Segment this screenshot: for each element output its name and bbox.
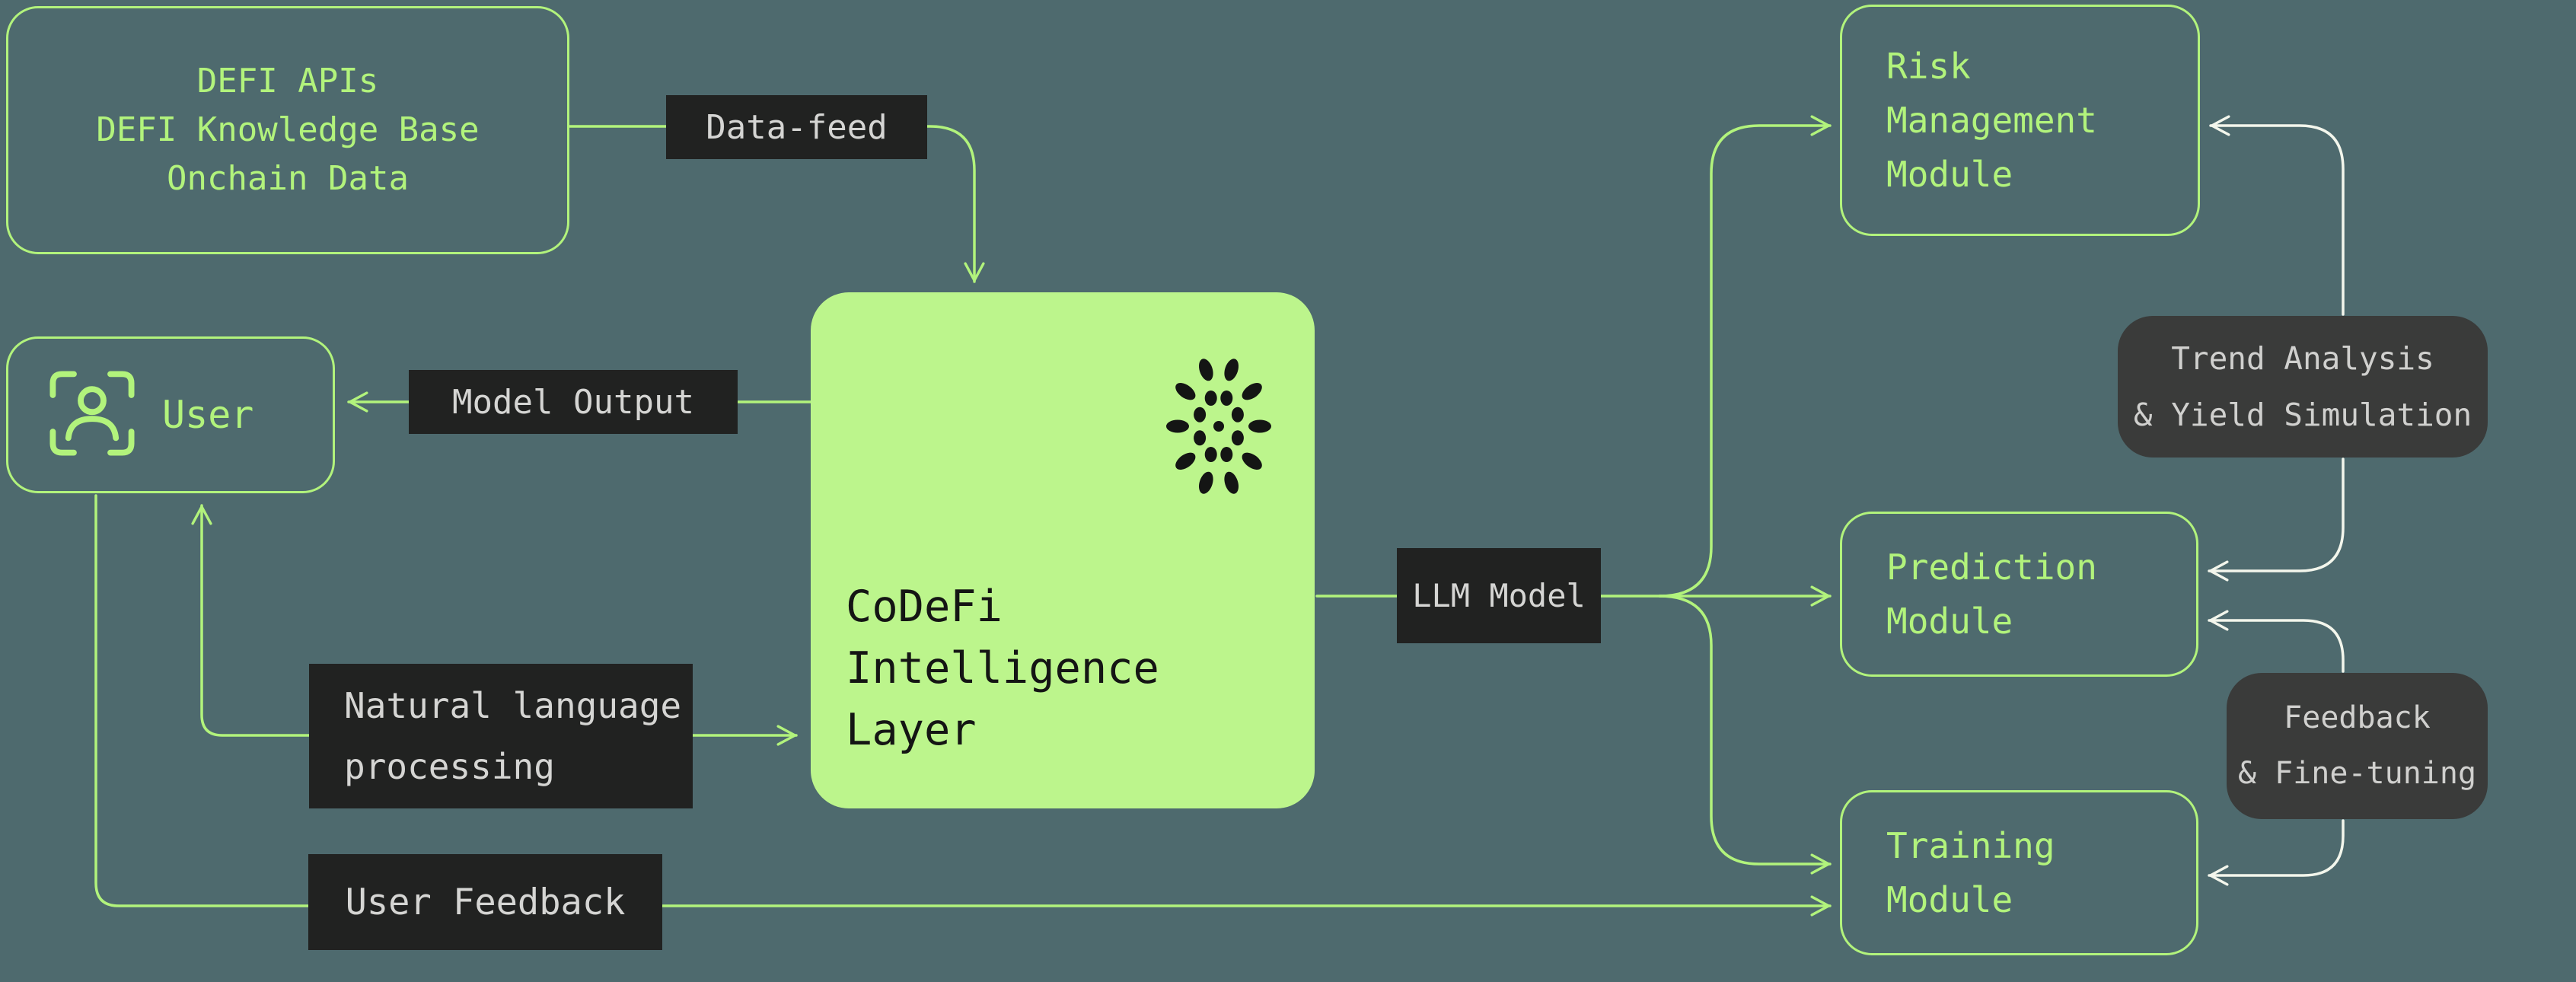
codefi-line-1: CoDeFi <box>846 582 1003 632</box>
defi-line-1: DEFI APIs <box>196 62 379 100</box>
llm-model-text: LLM Model <box>1412 577 1586 614</box>
codefi-line-3: Layer <box>846 705 977 755</box>
prediction-module-node: Prediction Module <box>1840 512 2198 677</box>
risk-line-2: Management <box>1886 99 2097 141</box>
edge-label-llm-model: LLM Model <box>1397 548 1601 643</box>
trend-line-2: & Yield Simulation <box>2133 397 2472 433</box>
risk-management-module-node: Risk Management Module <box>1840 5 2200 236</box>
nlp-text-line-2: processing <box>344 746 555 787</box>
trend-line-1: Trend Analysis <box>2171 340 2434 377</box>
defi-sources-node: DEFI APIs DEFI Knowledge Base Onchain Da… <box>6 6 569 254</box>
risk-line-3: Module <box>1886 153 2013 195</box>
user-scan-icon <box>46 368 138 462</box>
risk-line-1: Risk <box>1886 45 1971 87</box>
codefi-line-2: Intelligence <box>846 643 1159 693</box>
edge-defi-to-codefi <box>568 125 985 283</box>
edge-trend-to-prediction <box>2208 458 2345 582</box>
edge-label-nlp: Natural language processing <box>309 664 693 808</box>
defi-line-3: Onchain Data <box>167 159 409 198</box>
feedback-line-2: & Fine-tuning <box>2237 756 2477 791</box>
edge-llm-to-training <box>1658 595 1832 875</box>
edge-llm-to-risk <box>1658 115 1832 598</box>
trend-analysis-node: Trend Analysis & Yield Simulation <box>2118 316 2488 458</box>
training-line-2: Module <box>1886 878 2013 920</box>
model-output-text: Model Output <box>452 382 694 422</box>
edge-nlp-to-user <box>191 504 311 737</box>
user-label: User <box>162 393 254 437</box>
edge-trend-to-risk <box>2209 115 2345 316</box>
feedback-finetuning-node: Feedback & Fine-tuning <box>2227 673 2488 819</box>
codefi-intelligence-layer-node: CoDeFi Intelligence Layer <box>811 292 1315 808</box>
feedback-line-1: Feedback <box>2284 700 2431 735</box>
edge-feedback-to-training <box>2208 819 2345 886</box>
nlp-text-line-1: Natural language <box>344 685 682 726</box>
edge-user-feedback-to-training <box>94 494 1832 917</box>
training-module-node: Training Module <box>1840 790 2198 955</box>
training-line-1: Training <box>1886 824 2055 866</box>
edge-label-model-output: Model Output <box>409 370 738 434</box>
edge-label-data-feed: Data-feed <box>666 95 927 159</box>
codefi-title: CoDeFi Intelligence Layer <box>846 576 1159 761</box>
prediction-line-1: Prediction <box>1886 546 2097 588</box>
defi-line-2: DEFI Knowledge Base <box>96 110 480 149</box>
user-feedback-text: User Feedback <box>345 881 626 923</box>
user-node: User <box>6 336 335 493</box>
data-feed-text: Data-feed <box>706 107 888 147</box>
edge-feedback-to-prediction <box>2208 610 2345 673</box>
dot-sphere-logo-icon <box>1165 354 1272 502</box>
prediction-line-2: Module <box>1886 600 2013 642</box>
edge-label-user-feedback: User Feedback <box>308 854 662 950</box>
